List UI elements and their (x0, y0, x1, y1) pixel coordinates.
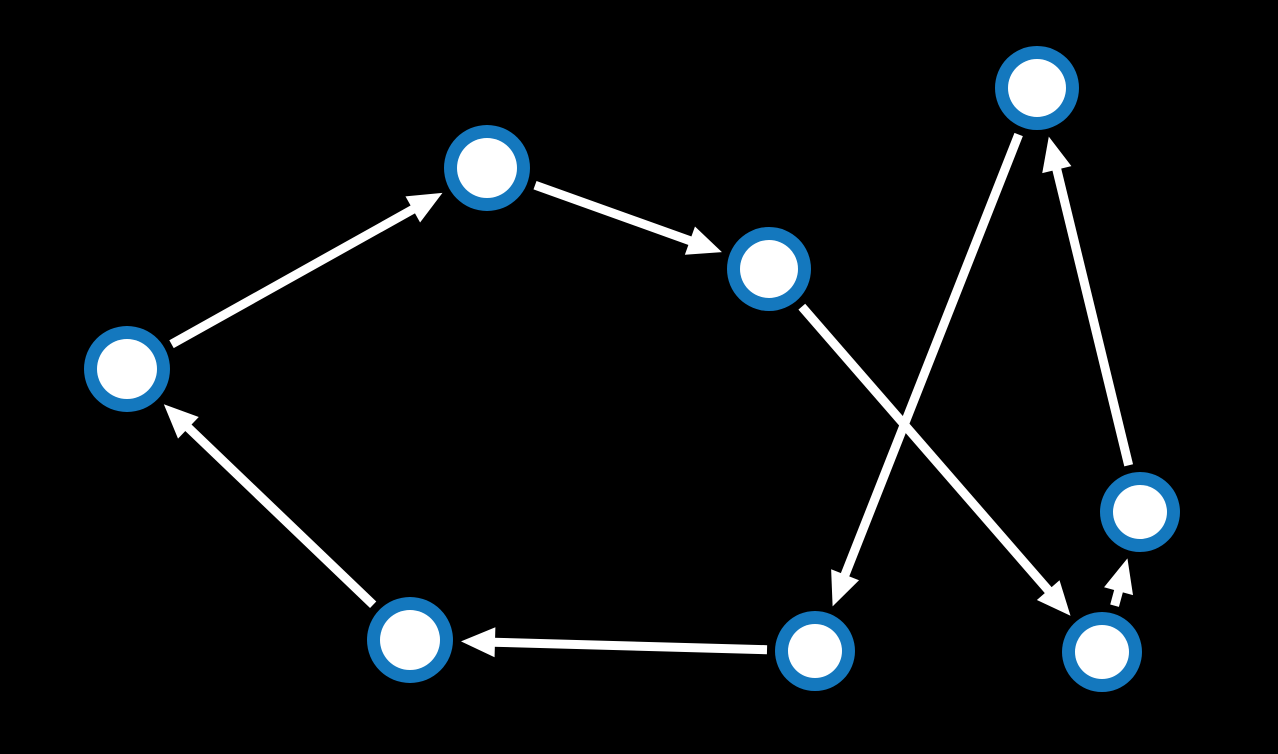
graph-edge-line (533, 180, 694, 246)
graph-edge-line (169, 204, 417, 349)
graph-node[interactable] (1100, 472, 1180, 552)
graph-edge-arrowhead (405, 192, 443, 223)
graph-edge-line (492, 637, 768, 655)
graph-node-core[interactable] (1075, 625, 1129, 679)
graph-edge-line (1110, 588, 1124, 607)
graph-node[interactable] (1062, 612, 1142, 692)
graph-edge-arrowhead (831, 569, 860, 607)
graph-edge-line (183, 423, 377, 608)
edges-layer (163, 132, 1134, 658)
graph-node[interactable] (367, 597, 453, 683)
graph-node-core[interactable] (457, 138, 517, 198)
graph-edge-arrowhead (1036, 580, 1071, 616)
graph-node-core[interactable] (380, 610, 440, 670)
graph-edge-line (798, 303, 1053, 595)
graph-edge-arrowhead (163, 404, 199, 439)
graph-edge-arrowhead (1042, 136, 1072, 174)
graph-edge-line (840, 132, 1023, 579)
graph-node-core[interactable] (788, 624, 842, 678)
graph-edge-arrowhead (684, 226, 722, 255)
graph-node[interactable] (727, 227, 811, 311)
nodes-layer (84, 46, 1180, 692)
graph-node-core[interactable] (740, 240, 798, 298)
graph-node[interactable] (444, 125, 530, 211)
graph-edge-arrowhead (460, 627, 496, 658)
graph-node[interactable] (84, 326, 170, 412)
graph-node[interactable] (775, 611, 855, 691)
graph-node-core[interactable] (1113, 485, 1167, 539)
graph-edge-line (1051, 166, 1134, 467)
graph-node[interactable] (995, 46, 1079, 130)
graph-node-core[interactable] (97, 339, 157, 399)
graph-node-core[interactable] (1008, 59, 1066, 117)
graph-edge-arrowhead (1104, 558, 1133, 596)
